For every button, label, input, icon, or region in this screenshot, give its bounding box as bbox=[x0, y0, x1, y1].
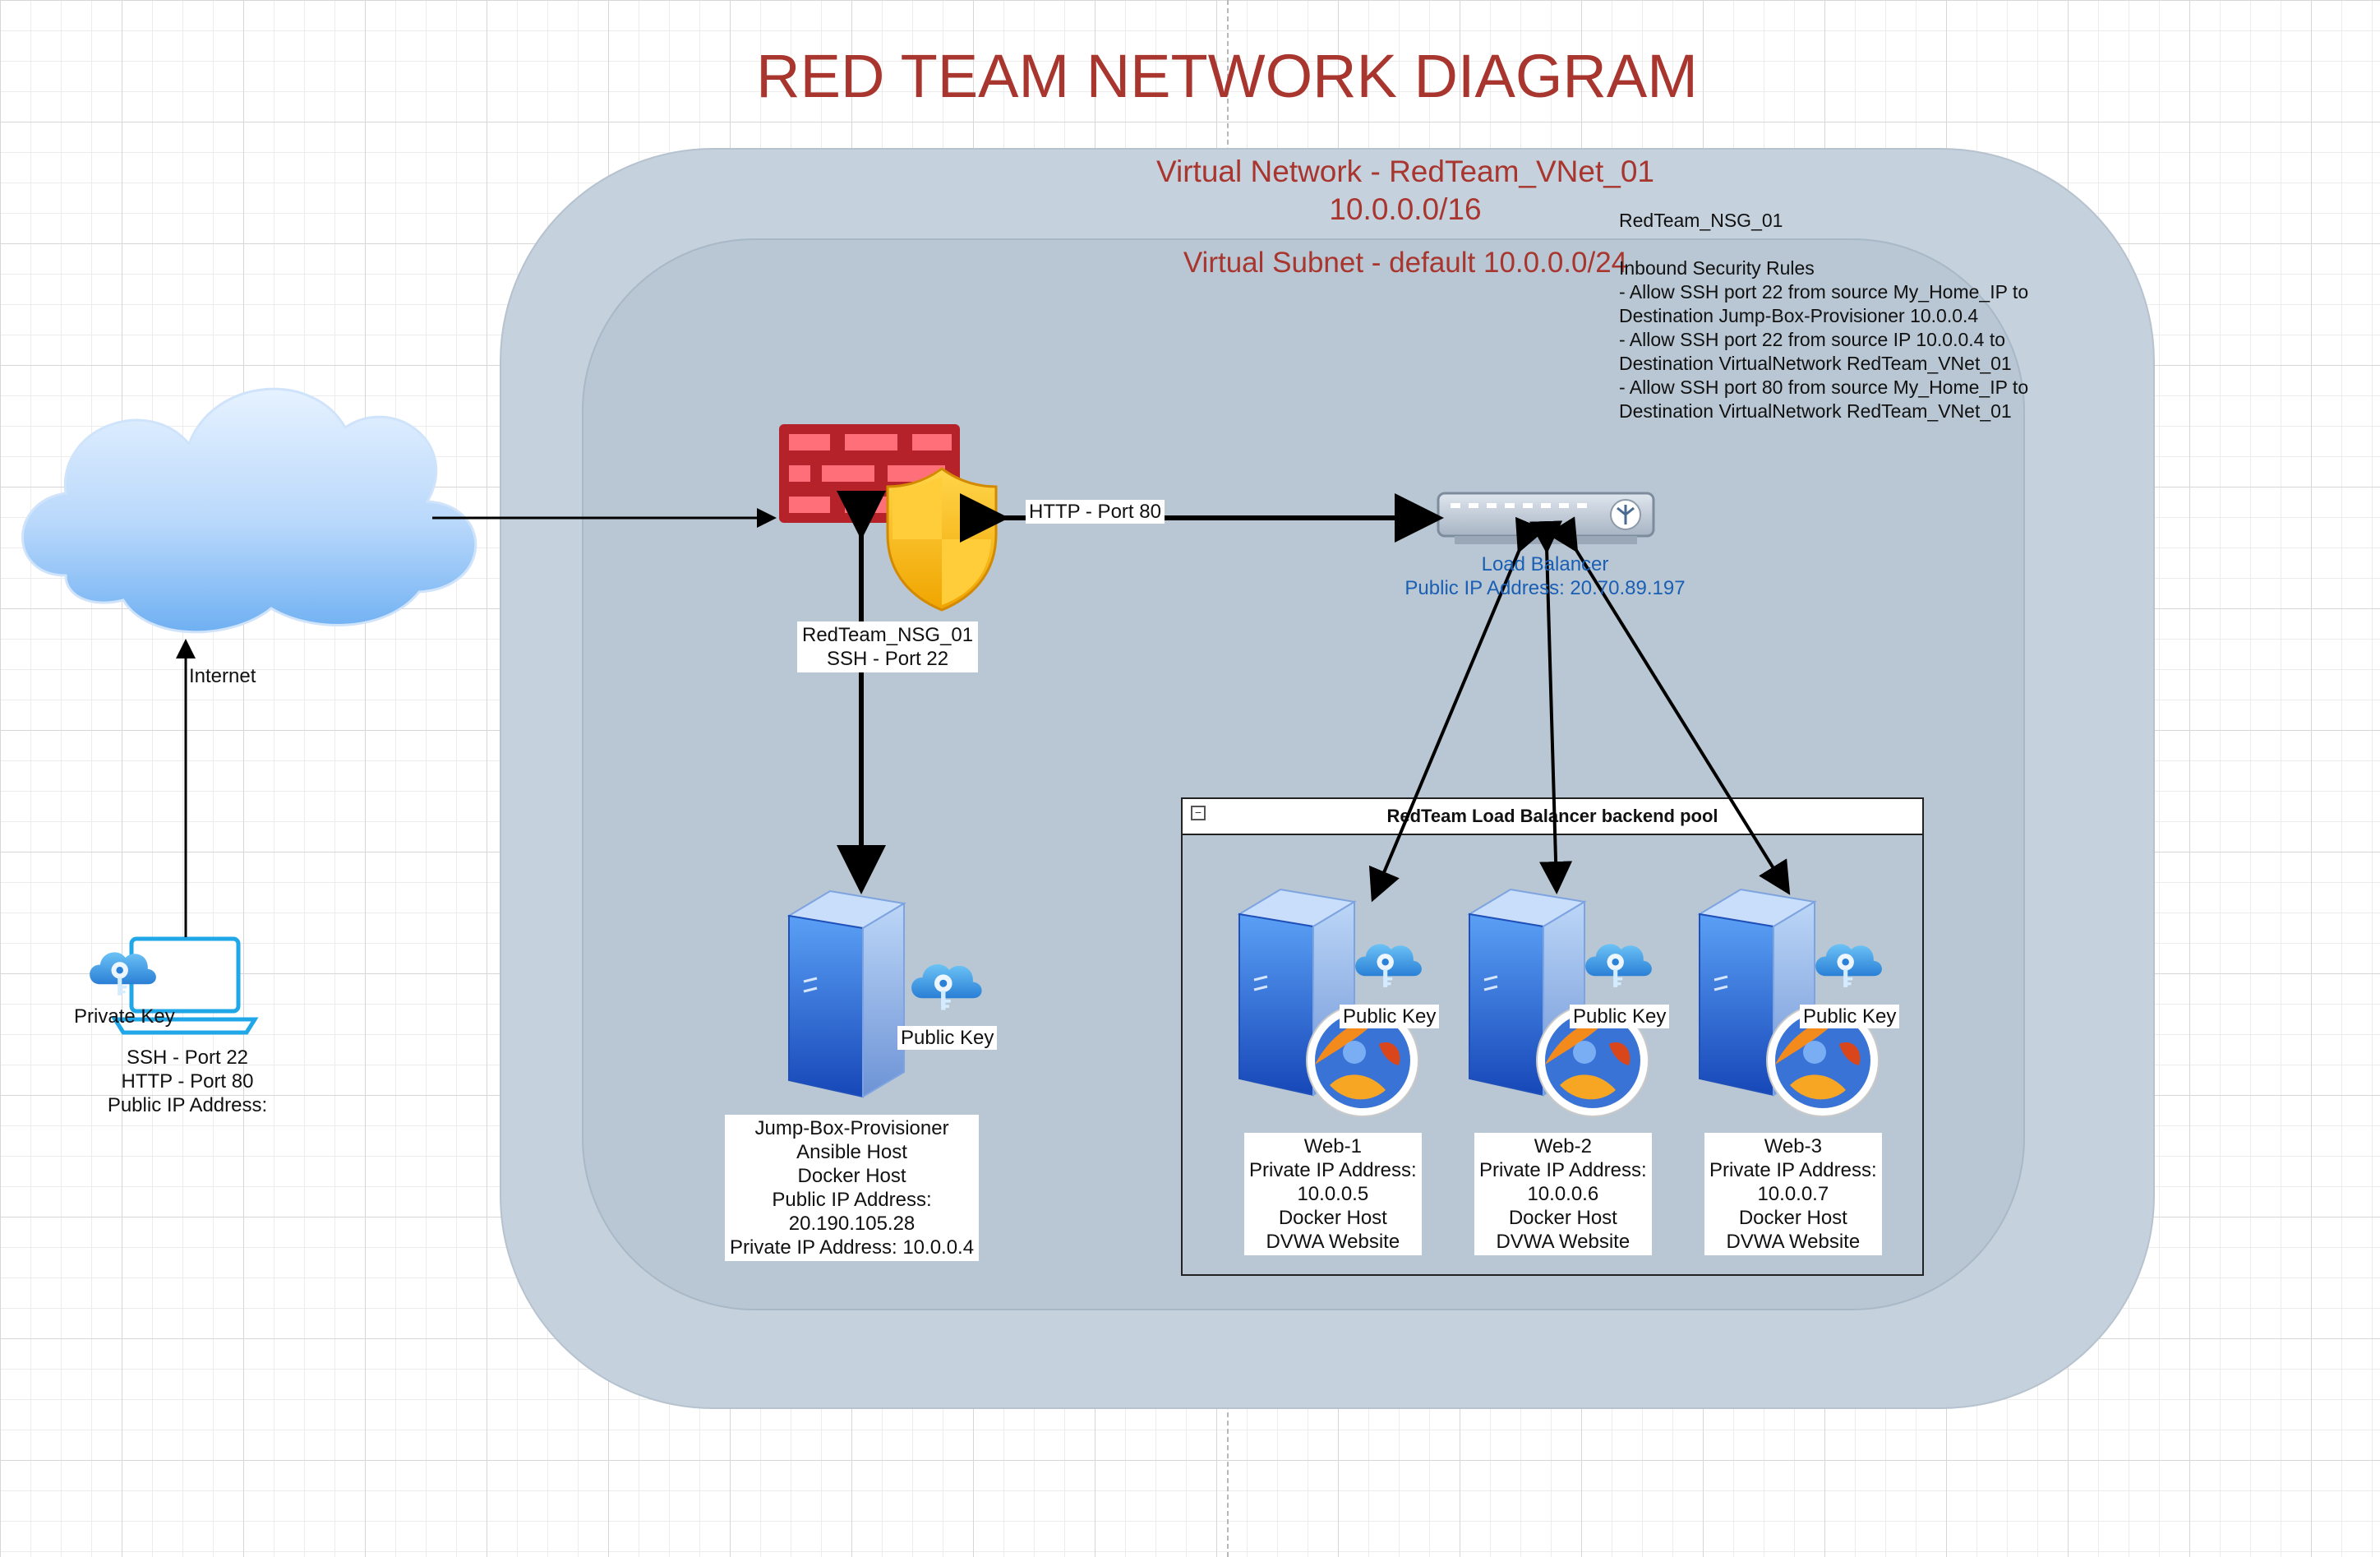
web3-detail-line: Docker Host bbox=[1738, 1207, 1847, 1229]
web1-detail-line: Web-1 bbox=[1303, 1135, 1362, 1157]
laptop-private-key-label: Private Key bbox=[74, 1005, 175, 1028]
web1-detail-line: Private IP Address: bbox=[1249, 1159, 1417, 1181]
web2-key-icon bbox=[1585, 944, 1652, 987]
diagram-title: RED TEAM NETWORK DIAGRAM bbox=[756, 42, 1698, 110]
web2-detail-line: Web-2 bbox=[1534, 1135, 1592, 1157]
web2-key-label: Public Key bbox=[1570, 1005, 1670, 1028]
firewall-label-line: RedTeam_NSG_01 bbox=[802, 624, 974, 646]
web2-details: Web-2 Private IP Address: 10.0.0.6 Docke… bbox=[1474, 1133, 1652, 1255]
nsg-shield-icon[interactable] bbox=[886, 467, 998, 612]
firewall-label-line: SSH - Port 22 bbox=[827, 648, 949, 670]
web1-key-icon bbox=[1355, 944, 1422, 987]
load-balancer-icon[interactable] bbox=[1437, 492, 1655, 544]
nsg-rule-line: - Allow SSH port 22 from source IP 10.0.… bbox=[1619, 329, 2006, 350]
laptop-details: SSH - Port 22 HTTP - Port 80 Public IP A… bbox=[66, 1046, 309, 1117]
laptop-icon[interactable] bbox=[111, 936, 259, 1035]
vnet-cidr: 10.0.0.0/16 bbox=[1329, 192, 1482, 226]
laptop-detail-line: HTTP - Port 80 bbox=[121, 1070, 254, 1093]
nsg-rule-line: - Allow SSH port 22 from source My_Home_… bbox=[1619, 281, 2029, 303]
collapse-icon[interactable]: − bbox=[1191, 806, 1206, 820]
web2-detail-line: DVWA Website bbox=[1496, 1231, 1630, 1253]
vnet-label: Virtual Network - RedTeam_VNet_01 10.0.0… bbox=[986, 153, 1824, 229]
load-balancer-ip: Public IP Address: 20.70.89.197 bbox=[1404, 577, 1686, 599]
web3-detail-line: DVWA Website bbox=[1726, 1231, 1861, 1253]
web3-details: Web-3 Private IP Address: 10.0.0.7 Docke… bbox=[1704, 1133, 1882, 1255]
laptop-detail-line: Public IP Address: bbox=[107, 1094, 268, 1116]
web3-key-icon bbox=[1815, 944, 1882, 987]
nsg-rule-line: Destination Jump-Box-Provisioner 10.0.0.… bbox=[1619, 305, 1979, 326]
web1-details: Web-1 Private IP Address: 10.0.0.5 Docke… bbox=[1244, 1133, 1422, 1255]
nsg-rule-line: - Allow SSH port 80 from source My_Home_… bbox=[1619, 377, 2029, 398]
web1-detail-line: Docker Host bbox=[1278, 1207, 1387, 1229]
jumpbox-details: Jump-Box-Provisioner Ansible Host Docker… bbox=[725, 1115, 980, 1261]
lb-to-web1-edge[interactable] bbox=[1368, 516, 1546, 903]
web3-detail-line: Web-3 bbox=[1764, 1135, 1822, 1157]
web1-key-label: Public Key bbox=[1340, 1005, 1440, 1028]
subnet-label: Virtual Subnet - default 10.0.0.0/24 bbox=[1183, 247, 1628, 279]
nsg-rule-line: Destination VirtualNetwork RedTeam_VNet_… bbox=[1619, 353, 2012, 374]
jumpbox-key-icon bbox=[911, 964, 982, 1010]
load-balancer-label: Load Balancer Public IP Address: 20.70.8… bbox=[1381, 552, 1709, 600]
jumpbox-server-icon[interactable] bbox=[787, 889, 906, 1098]
jumpbox-detail-line: Public IP Address: bbox=[772, 1189, 932, 1211]
jumpbox-key-label: Public Key bbox=[897, 1026, 998, 1050]
jumpbox-detail-line: Private IP Address: 10.0.0.4 bbox=[730, 1236, 975, 1259]
web2-detail-line: 10.0.0.6 bbox=[1527, 1183, 1599, 1205]
web2-detail-line: Docker Host bbox=[1508, 1207, 1617, 1229]
nsg-rules-heading: RedTeam_NSG_01 bbox=[1619, 210, 1783, 231]
laptop-detail-line: SSH - Port 22 bbox=[126, 1046, 249, 1069]
web2-detail-line: Private IP Address: bbox=[1479, 1159, 1647, 1181]
web3-detail-line: 10.0.0.7 bbox=[1757, 1183, 1829, 1205]
jumpbox-detail-line: 20.190.105.28 bbox=[788, 1213, 916, 1235]
firewall-label: RedTeam_NSG_01 SSH - Port 22 bbox=[797, 621, 979, 672]
web3-key-label: Public Key bbox=[1800, 1005, 1900, 1028]
internet-cloud-icon[interactable] bbox=[21, 387, 477, 634]
internet-label: Internet bbox=[189, 665, 256, 687]
web1-detail-line: DVWA Website bbox=[1266, 1231, 1400, 1253]
nsg-rules-subheading: Inbound Security Rules bbox=[1619, 257, 1815, 279]
lb-to-web3-edge[interactable] bbox=[1547, 516, 1791, 895]
jumpbox-detail-line: Jump-Box-Provisioner bbox=[754, 1117, 949, 1139]
nsg-rule-line: Destination VirtualNetwork RedTeam_VNet_… bbox=[1619, 400, 2012, 422]
web3-detail-line: Private IP Address: bbox=[1709, 1159, 1877, 1181]
vnet-name: Virtual Network - RedTeam_VNet_01 bbox=[1156, 155, 1654, 188]
jumpbox-detail-line: Docker Host bbox=[797, 1165, 906, 1187]
load-balancer-name: Load Balancer bbox=[1481, 553, 1609, 575]
jumpbox-detail-line: Ansible Host bbox=[796, 1141, 907, 1163]
nsg-rules-note: RedTeam_NSG_01 Inbound Security Rules - … bbox=[1619, 209, 2161, 423]
web1-detail-line: 10.0.0.5 bbox=[1297, 1183, 1369, 1205]
http-edge-label: HTTP - Port 80 bbox=[1026, 500, 1165, 524]
